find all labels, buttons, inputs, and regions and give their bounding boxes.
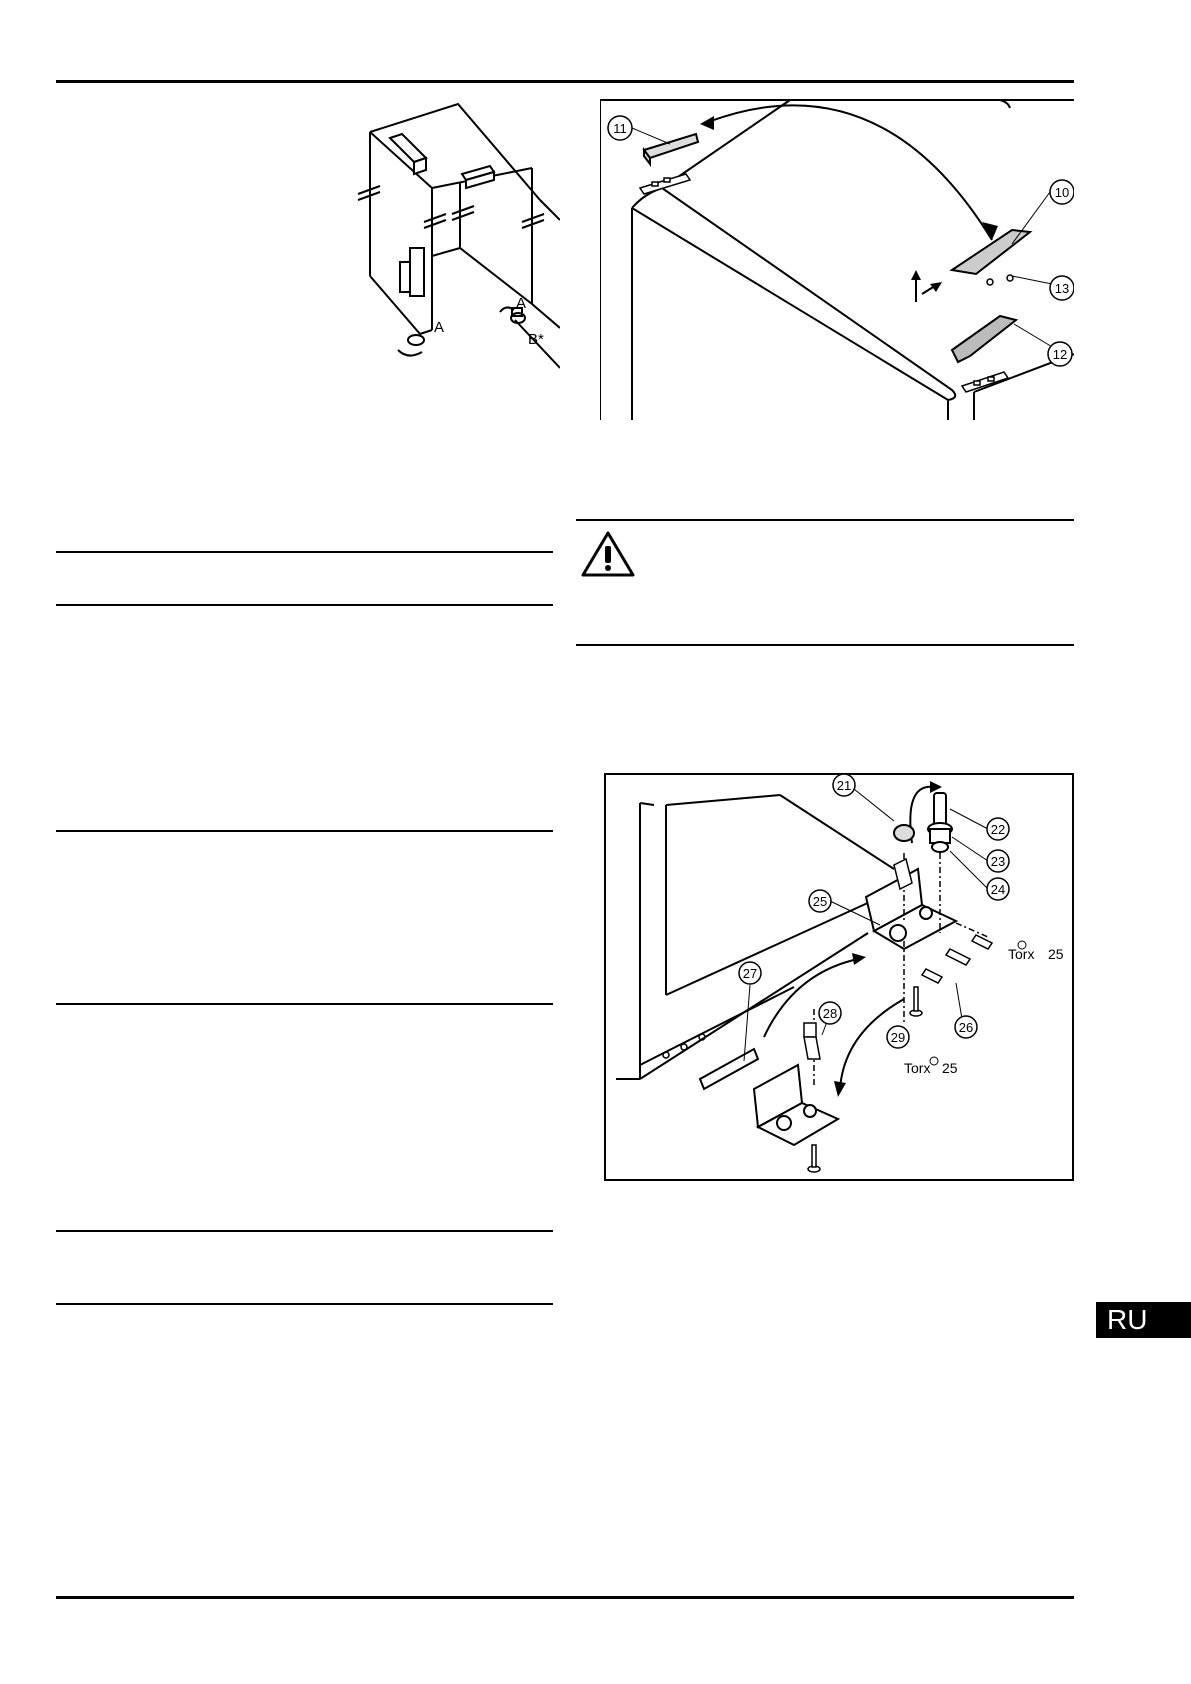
torx-label-upper: Torx <box>1008 946 1034 962</box>
hinge-relocation-figure: 21 22 23 24 25 26 27 28 29 Torx 25 Torx … <box>604 773 1074 1181</box>
section-rule-6 <box>56 1303 553 1305</box>
callout-21: 21 <box>837 778 851 793</box>
section-rule-1 <box>56 551 553 553</box>
callout-b: B* <box>528 331 544 348</box>
callout-27: 27 <box>743 966 757 981</box>
torx-icon-lower <box>929 1056 939 1066</box>
callout-26: 26 <box>959 1020 973 1035</box>
callout-10: 10 <box>1055 185 1069 200</box>
section-rule-3 <box>56 830 553 832</box>
callout-13: 13 <box>1055 281 1069 296</box>
header-rule <box>56 80 1074 83</box>
torx-size-lower: 25 <box>942 1060 958 1076</box>
callout-24: 24 <box>991 882 1005 897</box>
footer-rule <box>56 1596 1074 1599</box>
callout-29: 29 <box>891 1030 905 1045</box>
language-badge: RU <box>1096 1302 1191 1338</box>
top-cover-figure: 11 10 13 12 <box>600 98 1074 420</box>
callout-23: 23 <box>991 854 1005 869</box>
torx-size-upper: 25 <box>1048 946 1064 962</box>
callout-11: 11 <box>613 121 627 136</box>
warning-rule-bottom <box>576 644 1074 646</box>
callout-a-left: A <box>434 319 444 336</box>
torx-icon-upper <box>1017 940 1027 950</box>
warning-rule-top <box>576 519 1074 521</box>
section-rule-5 <box>56 1230 553 1232</box>
callout-a-right: A <box>516 295 526 312</box>
section-rule-2 <box>56 604 553 606</box>
callout-12: 12 <box>1053 347 1067 362</box>
callout-25: 25 <box>813 894 827 909</box>
callout-22: 22 <box>991 822 1005 837</box>
section-rule-4 <box>56 1003 553 1005</box>
warning-triangle-icon <box>580 530 636 578</box>
torx-label-lower: Torx <box>904 1060 930 1076</box>
cabinet-installation-figure: A A B* <box>350 98 560 370</box>
callout-28: 28 <box>823 1006 837 1021</box>
